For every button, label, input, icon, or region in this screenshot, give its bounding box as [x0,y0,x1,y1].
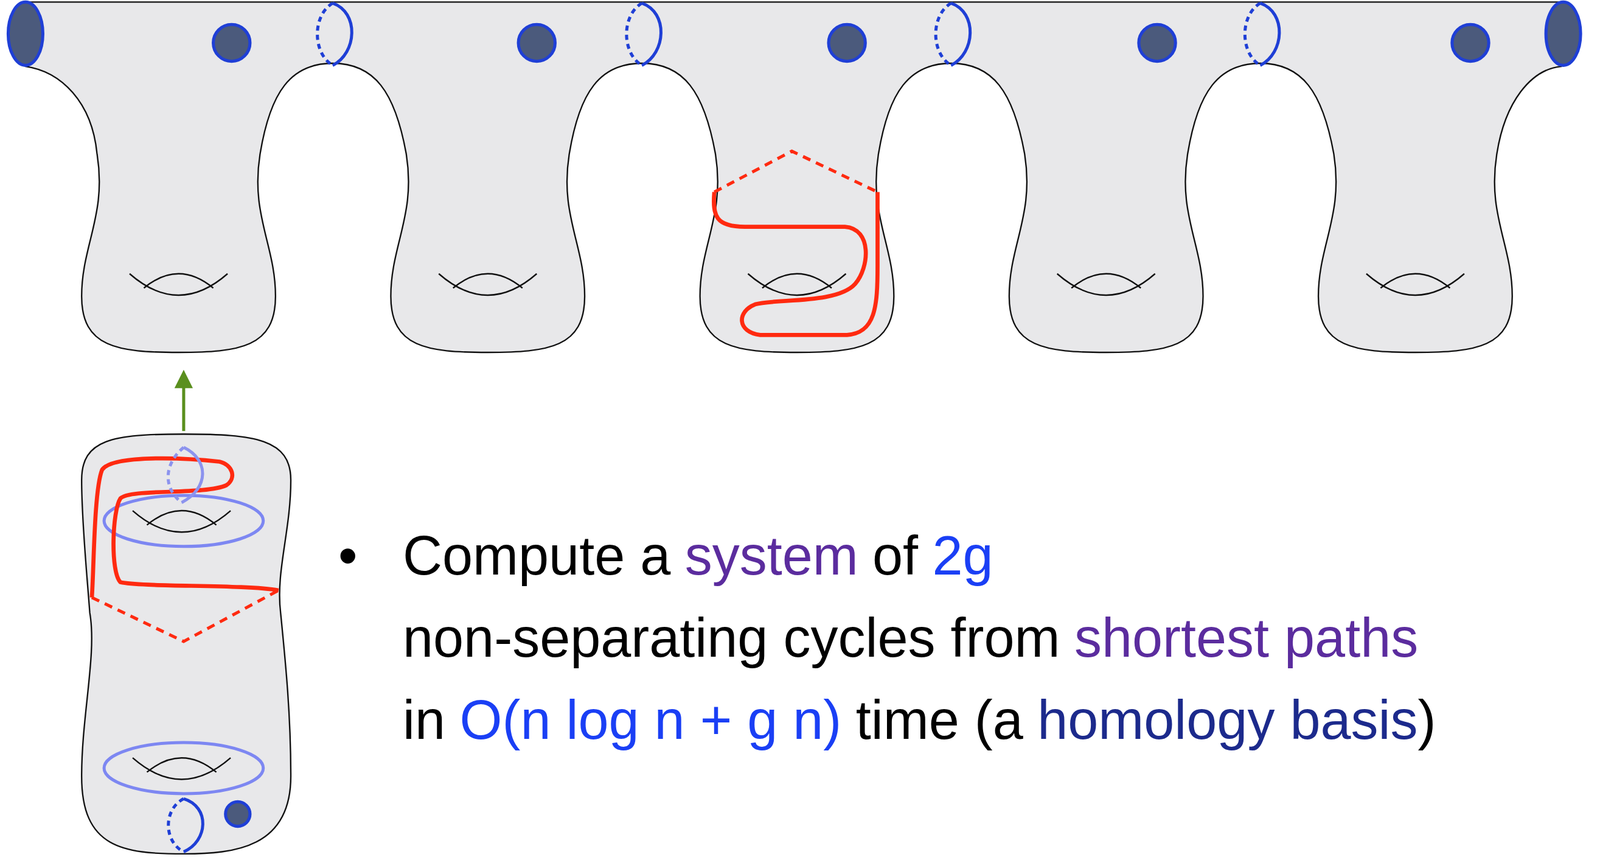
cycle-curve [91,590,279,642]
caption-text: shortest paths [1074,608,1419,667]
boundary-disk [213,24,251,61]
cut-curve [168,798,184,852]
cut-curve [317,3,333,66]
cut-curve [167,447,184,503]
surface-outline [81,433,291,854]
cut-curve [1259,3,1279,66]
boundary-disk [225,801,251,826]
cut-curve [181,447,203,503]
boundary-disk [828,24,866,61]
caption-text: Compute a [402,526,671,585]
caption-text: 2g [932,526,994,585]
cut-curve [641,3,661,66]
cut-curve [1244,3,1260,66]
handle-hole [147,510,217,525]
handle-hole [147,757,217,772]
handle-hole [1057,273,1156,296]
caption-text: time (a [855,691,1024,749]
boundary-disk [1138,24,1176,61]
handle-hole [1071,273,1141,288]
handle-hole [453,273,523,288]
boundary-disk [1452,24,1489,61]
handle-hole [747,273,846,296]
handle-hole [132,757,231,779]
cycle-curve [91,458,279,598]
cut-curve [332,3,352,66]
text-line: inO(n log n + g n)time (ahomology basis) [402,691,1436,749]
handle-hole [132,510,231,532]
handle-hole [438,273,537,296]
handle-hole [762,273,832,288]
caption-text: of [872,526,919,585]
lift-arrow [181,382,185,431]
lift-arrow [174,369,193,388]
cut-curve [935,3,951,66]
cut-curve [183,798,203,852]
boundary-disk [518,24,555,61]
cut-curve [950,3,970,66]
handle-hole [129,273,228,296]
caption-text: system [685,526,859,585]
cut-curve [626,3,642,66]
boundary-disk [7,1,43,66]
surface-outline [25,1,1562,353]
caption-text: O(n log n + g n) [459,691,842,749]
caption-text: in [402,691,446,749]
handle-hole [1380,273,1450,288]
text-line: non-separating cycles fromshortest paths [402,608,1419,667]
homology-loop [104,742,264,794]
caption-text: homology basis [1037,691,1418,749]
cycle-curve [714,150,878,192]
boundary-disk [1545,1,1581,66]
handle-hole [1366,273,1465,296]
caption-text: non-separating cycles from [402,608,1060,667]
caption-text: ) [1418,691,1437,749]
cycle-curve [713,191,878,335]
text-line: Compute asystemof2g [402,526,994,585]
handle-hole [143,273,213,288]
bullet-mark: • [338,526,358,585]
bullet: • [338,526,358,585]
